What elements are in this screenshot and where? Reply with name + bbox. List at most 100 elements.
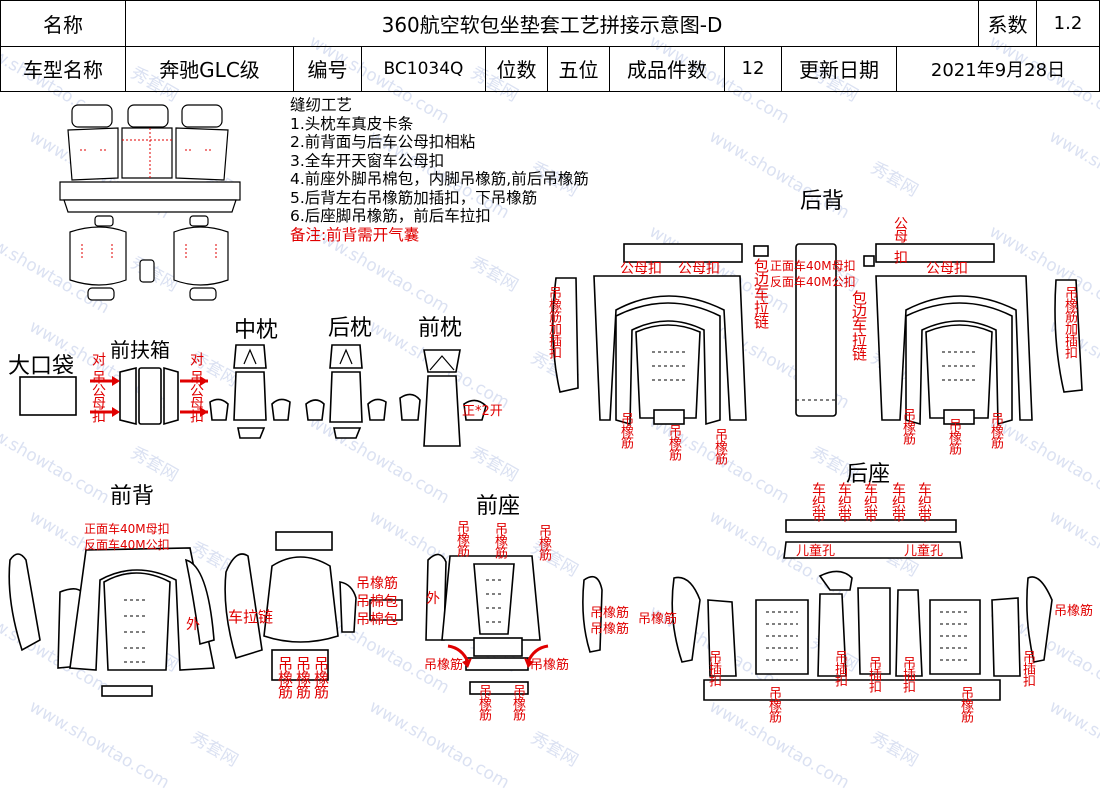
rear-back-center-panel bbox=[795, 243, 837, 417]
front-back-elastic-2: 吊橡筋 bbox=[294, 656, 312, 698]
front-seat-elastic-2: 吊橡筋 bbox=[492, 522, 507, 558]
note-4: 4.前座外脚吊棉包，内脚吊橡筋,前后吊橡筋 bbox=[290, 170, 589, 188]
pieces-value: 12 bbox=[725, 46, 782, 91]
rear-back-right-side-note: 吊橡筋加插扣 bbox=[1062, 286, 1077, 358]
armrest-left-dui: 对 bbox=[90, 352, 106, 365]
section-rear-pillow: 后枕 bbox=[328, 316, 373, 341]
rear-back-center-note-2: 反面车40M公扣 bbox=[770, 275, 856, 289]
section-mid-pillow: 中枕 bbox=[234, 318, 279, 343]
sewing-notes: 缝纫工艺 1.头枕车真皮卡条 2.前背面与后车公母扣相粘 3.全车开天窗车公母扣… bbox=[290, 96, 589, 244]
note-5: 5.后背左右吊橡筋加插扣，下吊橡筋 bbox=[290, 188, 538, 207]
note-2: 2.前背面与后车公母扣相粘 bbox=[290, 133, 476, 151]
front-seat-side-2: 吊橡筋 bbox=[590, 622, 630, 637]
rear-back-bottom-note-6: 吊橡筋 bbox=[988, 412, 1003, 448]
front-back-zipper: 车拉链 bbox=[228, 608, 274, 626]
note-1: 1.头枕车真皮卡条 bbox=[290, 114, 414, 133]
front-seat-bottom-1: 吊橡筋 bbox=[476, 684, 491, 720]
rear-back-gongmu-1: 公母扣 bbox=[620, 261, 662, 277]
rear-seat-pieces bbox=[671, 519, 1053, 701]
rear-seat-child-hole-1: 儿童孔 bbox=[796, 544, 836, 559]
code-label: 编号 bbox=[294, 46, 362, 91]
rear-seat-webbing-5: 车织带 bbox=[916, 482, 932, 521]
update-value: 2021年9月28日 bbox=[930, 59, 1066, 81]
rear-back-left-side-note: 吊橡筋加插扣 bbox=[546, 286, 561, 358]
header-table: 名称 360航空软包坐垫套工艺拼接示意图-D 系数 1.2 车型名称 奔驰GLC… bbox=[0, 0, 1100, 92]
rear-back-zipper-left: 包边车拉链 bbox=[752, 258, 770, 328]
rear-seat-child-hole-2: 儿童孔 bbox=[904, 544, 944, 559]
big-pocket-piece bbox=[19, 376, 77, 416]
rear-back-bottom-note-1: 吊橡筋 bbox=[618, 412, 633, 448]
front-back-outer: 外 bbox=[186, 617, 200, 633]
rear-back-bottom-note-5: 吊橡筋 bbox=[946, 418, 961, 454]
rear-back-center-note-1: 正面车40M母扣 bbox=[770, 259, 856, 273]
rear-back-bottom-note-3: 吊橡筋 bbox=[712, 428, 727, 464]
front-seat-side-1: 吊橡筋 bbox=[590, 606, 630, 621]
front-back-elastic-1: 吊橡筋 bbox=[276, 656, 294, 698]
name-label: 名称 bbox=[1, 1, 126, 46]
update-label: 更新日期 bbox=[782, 46, 897, 91]
mid-pillow-pieces bbox=[209, 344, 291, 439]
seats-value: 五位 bbox=[548, 46, 610, 91]
rear-seat-elastic-2: 吊橡筋 bbox=[958, 686, 973, 722]
pattern-drawing bbox=[8, 104, 1083, 701]
section-big-pocket: 大口袋 bbox=[8, 354, 75, 379]
rear-back-right-pieces bbox=[863, 243, 1083, 426]
rear-seat-elastic-1: 吊橡筋 bbox=[766, 686, 781, 722]
front-seat-bottom-2: 吊橡筋 bbox=[510, 684, 525, 720]
code-value: BC1034Q bbox=[362, 46, 486, 91]
front-seat-elastic-1: 吊橡筋 bbox=[454, 520, 469, 556]
rear-seat-webbing-3: 车织带 bbox=[862, 482, 878, 521]
front-back-cushion-pieces bbox=[263, 531, 403, 681]
front-back-pad-1: 吊棉包 bbox=[356, 594, 398, 610]
section-rear-seat: 后座 bbox=[846, 462, 891, 487]
armrest-right-label: 吊公母扣 bbox=[188, 370, 204, 422]
coef-label: 系数 bbox=[979, 1, 1037, 46]
rear-seat-clip-1: 吊插扣 bbox=[706, 650, 721, 686]
rear-back-kou-top: 扣 bbox=[892, 250, 908, 263]
rear-back-bottom-note-2: 吊橡筋 bbox=[666, 424, 681, 460]
rear-seat-webbing-2: 车织带 bbox=[836, 482, 852, 521]
front-seat-side-3: 吊橡筋 bbox=[638, 612, 678, 627]
rear-seat-webbing-1: 车织带 bbox=[810, 482, 826, 521]
rear-seat-clip-5: 吊插扣 bbox=[1020, 650, 1035, 686]
model-value: 奔驰GLC级 bbox=[126, 46, 294, 91]
section-front-seat: 前座 bbox=[476, 494, 521, 519]
front-back-top-note-1: 正面车40M母扣 bbox=[84, 522, 170, 536]
front-back-pieces bbox=[8, 547, 263, 697]
armrest-left-label: 吊公母扣 bbox=[90, 370, 106, 422]
note-3: 3.全车开天窗车公母扣 bbox=[290, 151, 445, 170]
rear-seat-clip-2: 吊插扣 bbox=[832, 650, 847, 686]
rear-back-left-pieces bbox=[552, 243, 747, 426]
front-seat-bottom-left: 吊橡筋 bbox=[424, 658, 464, 673]
rear-back-tab-left bbox=[753, 245, 769, 257]
section-front-pillow: 前枕 bbox=[418, 316, 463, 341]
rear-back-zipper-right: 包边车拉链 bbox=[850, 290, 868, 360]
front-armrest-pieces bbox=[90, 366, 208, 426]
rear-pillow-pieces bbox=[305, 344, 387, 439]
front-back-elastic-3: 吊橡筋 bbox=[312, 656, 330, 698]
front-pillow-pieces bbox=[399, 349, 487, 447]
front-back-elastic-side: 吊橡筋 bbox=[356, 576, 398, 592]
armrest-right-dui: 对 bbox=[188, 352, 204, 365]
rear-seat-webbing-4: 车织带 bbox=[890, 482, 906, 521]
notes-title: 缝纫工艺 bbox=[290, 96, 353, 114]
rear-seat-clip-4: 吊插扣 bbox=[900, 656, 915, 692]
rear-back-gongmu-top: 公母 bbox=[892, 216, 908, 242]
section-front-armrest: 前扶箱 bbox=[110, 338, 170, 362]
front-back-top-note-2: 反面车40M公扣 bbox=[84, 538, 170, 552]
front-back-pad-2: 吊棉包 bbox=[356, 612, 398, 628]
rear-seat-side-elastic: 吊橡筋 bbox=[1054, 604, 1094, 619]
rear-back-gongmu-3: 公母扣 bbox=[926, 261, 968, 277]
model-label: 车型名称 bbox=[1, 46, 126, 91]
front-seat-elastic-3: 吊橡筋 bbox=[536, 524, 551, 560]
header-row-divider bbox=[1, 46, 1099, 47]
rear-back-bottom-note-4: 吊橡筋 bbox=[900, 408, 915, 444]
note-6: 6.后座脚吊橡筋，前后车拉扣 bbox=[290, 207, 491, 225]
front-seat-outer: 外 bbox=[426, 591, 440, 607]
rear-back-gongmu-2: 公母扣 bbox=[678, 261, 720, 277]
car-overview bbox=[59, 104, 241, 301]
front-pillow-note: 正*2开 bbox=[462, 404, 503, 419]
seats-label: 位数 bbox=[486, 46, 548, 91]
note-remark: 备注:前背需开气囊 bbox=[290, 225, 420, 244]
rear-seat-clip-3: 吊插扣 bbox=[866, 656, 881, 692]
